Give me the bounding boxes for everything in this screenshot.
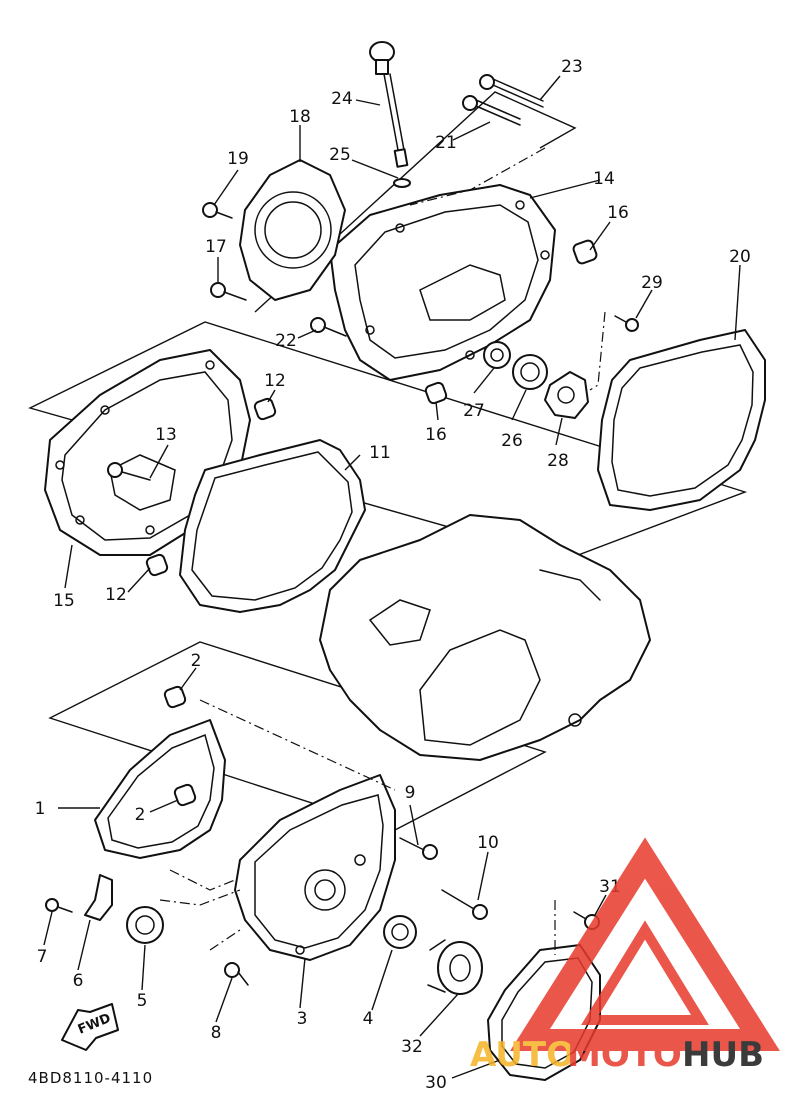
callout: 19	[227, 149, 249, 169]
callout: 21	[435, 133, 457, 153]
callout: 12	[105, 585, 127, 605]
drawing-code: 4BD8110-4110	[28, 1069, 153, 1087]
dipstick-o-ring	[393, 178, 411, 188]
callout: 12	[264, 371, 286, 391]
leader-lines	[43, 75, 741, 1079]
dowel-2-upper	[163, 685, 187, 709]
callout: 8	[211, 1023, 222, 1043]
callout: 15	[53, 591, 75, 611]
generator-cover-gasket	[94, 719, 226, 859]
bolt-7	[45, 898, 73, 913]
generator-cover	[234, 774, 396, 961]
callout: 27	[463, 401, 485, 421]
callout: 7	[37, 947, 48, 967]
dowel-pin-lower	[145, 553, 169, 577]
callout: 26	[501, 431, 523, 451]
callout: 28	[547, 451, 569, 471]
watermark-auto: AUTO	[470, 1035, 575, 1075]
callout: 5	[137, 991, 148, 1011]
callout: 23	[561, 57, 583, 77]
callout: 4	[363, 1009, 374, 1029]
callout-numbers: 1 2 2 3 4 5 6 7 8 9 10 11 12 12 13 14 15…	[35, 57, 751, 1093]
clutch-cover	[329, 184, 556, 381]
cover-bolt-13	[107, 462, 151, 481]
callout: 16	[425, 425, 447, 445]
dowel-2-lower	[173, 783, 197, 807]
clamp-6	[84, 874, 113, 921]
bolt-10	[441, 889, 488, 920]
callout: 9	[405, 783, 416, 803]
long-bolt-21	[462, 95, 521, 126]
crankcase-cover-gasket	[179, 439, 366, 613]
callout: 30	[425, 1073, 447, 1093]
forward-arrow: FWD	[61, 1003, 119, 1051]
callout: 3	[297, 1009, 308, 1029]
assembly-center-lines	[159, 147, 606, 955]
upper-reference-plane	[28, 321, 748, 561]
lower-reference-plane	[48, 641, 547, 831]
bolt-19	[202, 202, 233, 219]
callout: 18	[289, 107, 311, 127]
bolt-9	[399, 837, 438, 860]
cover-plate	[239, 159, 346, 301]
watermark-hub: HUB	[682, 1035, 764, 1075]
callout: 6	[73, 971, 84, 991]
bush-27	[483, 341, 511, 369]
callout: 25	[329, 145, 351, 165]
callout: 22	[275, 331, 297, 351]
dowel-16-upper	[572, 239, 598, 265]
callout: 20	[729, 247, 751, 267]
clutch-cover-gasket	[597, 329, 766, 511]
upper-right-plane-line	[254, 91, 577, 313]
oil-seal-5	[126, 906, 164, 944]
callout: 2	[135, 805, 146, 825]
callout: 24	[331, 89, 353, 109]
plate-28	[544, 371, 589, 419]
callout: 1	[35, 799, 46, 819]
long-bolt-23	[479, 74, 544, 108]
dowel-16-lower	[424, 381, 448, 405]
callout: 13	[155, 425, 177, 445]
crankcase	[319, 514, 651, 761]
oil-seal-26	[512, 354, 548, 390]
bolt-17	[210, 282, 247, 301]
watermark-moto: MOTO	[567, 1035, 682, 1075]
callout: 14	[593, 169, 615, 189]
dowel-pin-upper	[253, 397, 277, 421]
callout: 16	[607, 203, 629, 223]
callout: 17	[205, 237, 227, 257]
automotohub-watermark: AUTO MOTO HUB	[470, 837, 780, 1075]
callout: 10	[477, 833, 499, 853]
watermark-triangle-icon	[510, 837, 780, 1051]
screw-29	[614, 315, 639, 332]
bush-32	[427, 939, 483, 995]
oil-seal-4	[383, 915, 417, 949]
callout: 32	[401, 1037, 423, 1057]
callout: 2	[191, 651, 202, 671]
bolt-22	[310, 317, 347, 337]
callout: 29	[641, 273, 663, 293]
oil-dipstick	[369, 41, 409, 168]
bolt-8	[224, 962, 249, 986]
callout: 11	[369, 443, 391, 463]
